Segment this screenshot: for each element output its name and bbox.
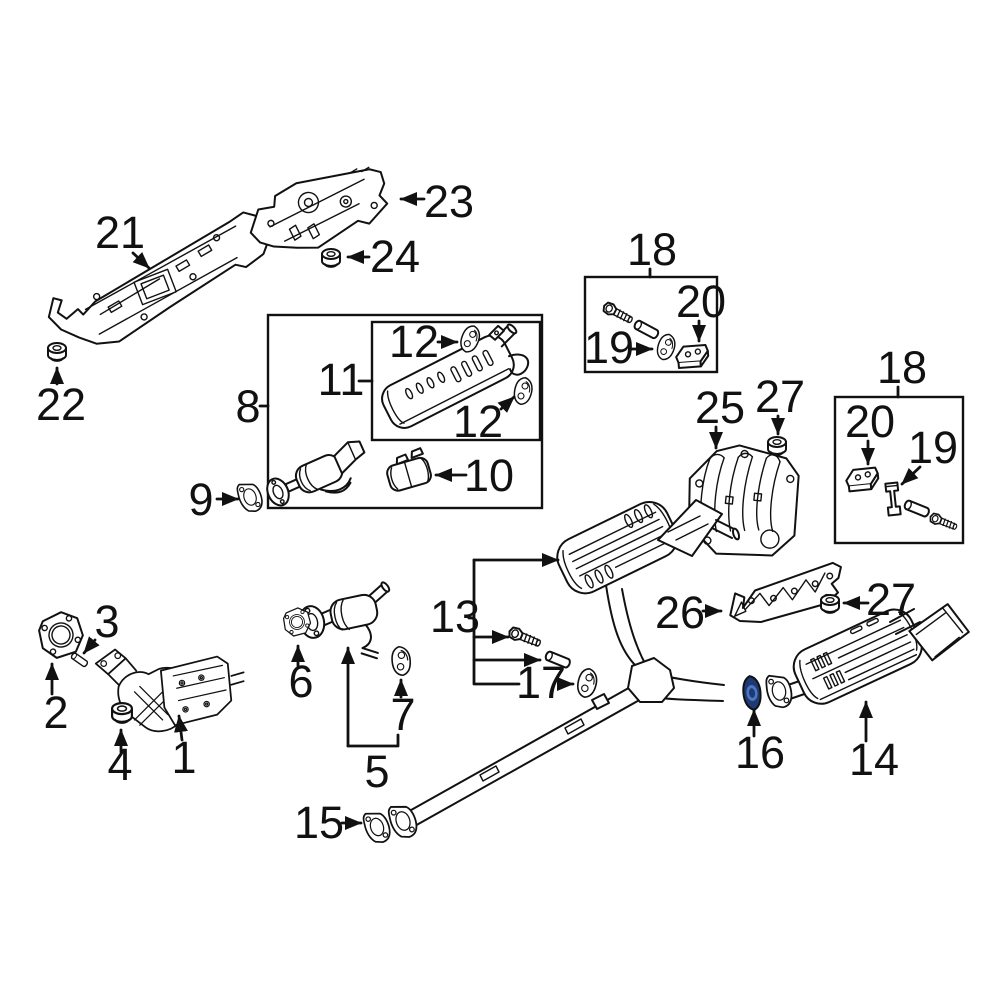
callout-10: 10 [464,450,514,501]
callout-22: 22 [36,379,86,430]
callout-12a: 12 [389,316,439,367]
callout-3: 3 [94,596,119,647]
callout-27b: 27 [866,574,916,625]
part-13-left-rear-muffler [556,499,741,595]
part-27-nut-top [767,436,787,457]
callout-12b: 12 [453,396,503,447]
callout-8: 8 [235,381,260,432]
part-22-nut [47,342,67,363]
part-15-center-exhaust-pipe [385,584,725,842]
part-23-center-floor-heat-shield [249,166,389,249]
callout-labels: 21 22 23 24 8 11 12 12 10 9 18 19 20 18 … [36,176,958,848]
callout-13: 13 [430,591,480,642]
callout-20b: 20 [845,396,895,447]
callout-1: 1 [171,732,196,783]
callout-18a: 18 [627,224,677,275]
callout-18b: 18 [877,342,927,393]
callout-26: 26 [655,587,705,638]
arrow-19b [900,465,922,486]
callout-14: 14 [849,734,899,785]
bracket-5 [346,733,400,748]
callout-11: 11 [318,354,365,405]
callout-25: 25 [695,382,745,433]
arrow-21 [131,251,151,270]
part-8-catalytic-converter [266,440,366,507]
pipe-junction [627,657,675,703]
callout-6: 6 [288,656,313,707]
part-11-center-muffler [381,323,530,429]
callout-19b: 19 [908,422,958,473]
callout-23: 23 [424,176,474,227]
callout-7: 7 [390,689,415,740]
callout-20a: 20 [676,276,726,327]
callout-16: 16 [735,727,785,778]
group-box-8 [266,313,544,510]
callout-24: 24 [370,231,420,282]
arrow-12b [497,395,516,413]
callout-27a: 27 [755,371,805,422]
part-4-nut [110,701,133,725]
callout-21: 21 [95,207,145,258]
callout-4: 4 [107,739,132,790]
callout-5: 5 [364,746,389,797]
part-16-hole [748,688,756,698]
callout-leaders [45,192,922,830]
part-14-right-rear-muffler [763,603,970,711]
part-16-gasket-highlighted [742,675,762,711]
arrow-1 [174,714,188,742]
part-24-nut [321,248,341,269]
callout-15: 15 [294,797,344,848]
arrow-3 [82,636,100,655]
bracket-13 [467,558,521,686]
part-27-nut-bottom [820,594,840,615]
callout-2: 2 [43,687,68,738]
callout-17: 17 [516,657,566,708]
part-10-converter-clamp [386,447,432,492]
callout-19a: 19 [584,322,634,373]
callout-9: 9 [188,474,213,525]
